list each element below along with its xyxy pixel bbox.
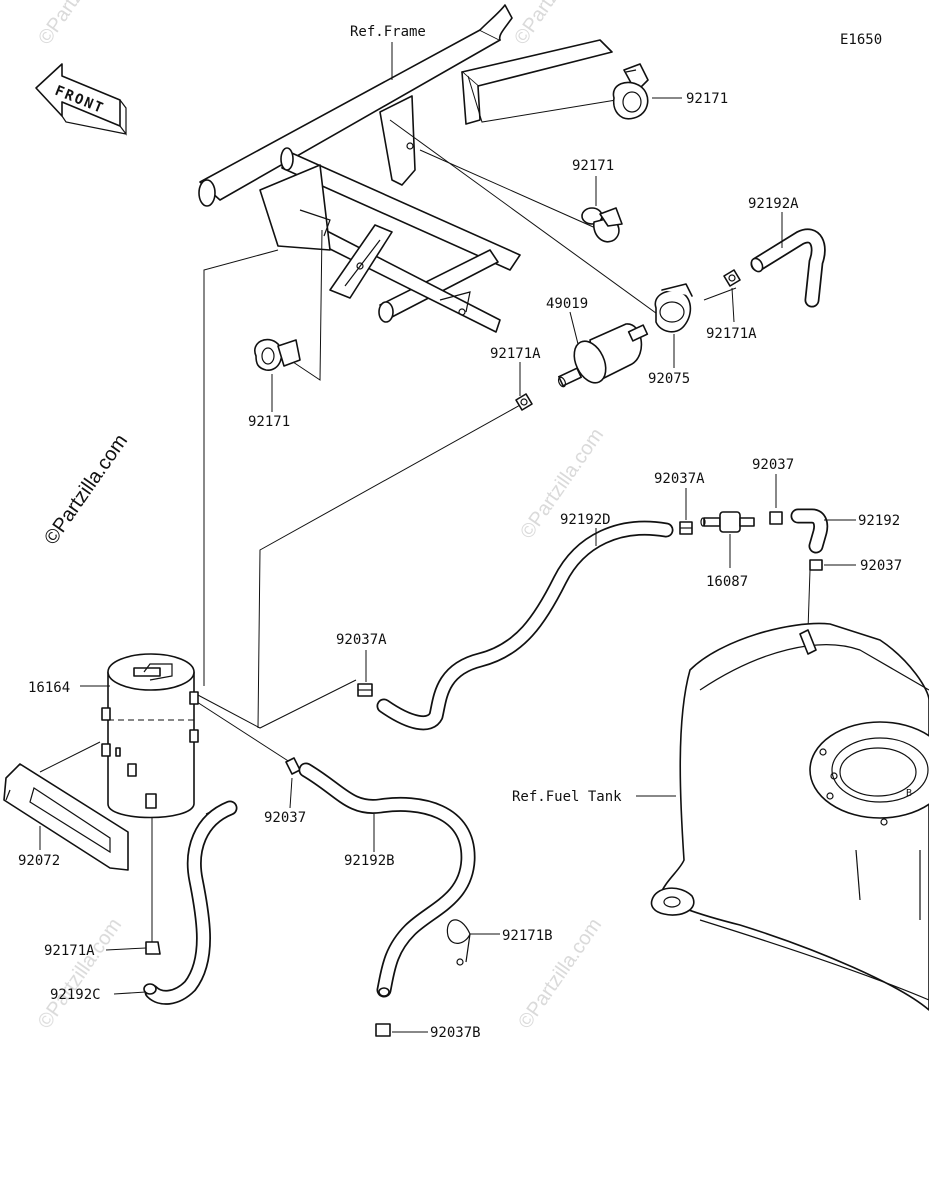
label-92171-mid[interactable]: 92171: [572, 158, 614, 174]
fuel-tank: B: [650, 622, 929, 1011]
label-leaders: [39, 97, 856, 1033]
label-92171a-bottom[interactable]: 92171A: [44, 943, 95, 959]
label-92171-top[interactable]: 92171: [686, 91, 728, 107]
watermark: ©Partzilla.com: [34, 914, 126, 1032]
band-92072: [3, 763, 129, 871]
clip-92037-top: [769, 511, 783, 525]
clip-92037-canister: [285, 757, 301, 775]
label-92037-canister[interactable]: 92037: [264, 810, 306, 826]
clamp-92171-mid: [581, 207, 623, 243]
label-92192[interactable]: 92192: [858, 513, 900, 529]
label-92171a-right[interactable]: 92171A: [706, 326, 757, 342]
ref-fuel-tank-label: Ref.Fuel Tank: [512, 789, 622, 805]
clip-92037b: [375, 1023, 391, 1037]
watermark: ©Partzilla.com: [510, 0, 602, 49]
copyright-watermark: ©Partzilla.com: [40, 430, 132, 548]
diagram-code: E1650: [840, 32, 882, 48]
label-92192a[interactable]: 92192A: [748, 196, 799, 212]
clip-92037a-mid: [357, 683, 373, 697]
ref-frame-label: Ref.Frame: [350, 24, 426, 40]
label-92075[interactable]: 92075: [648, 371, 690, 387]
part-labels: E1650 Ref.Frame Ref.Fuel Tank 92171 9217…: [18, 24, 902, 1041]
tank-mark: B: [906, 788, 912, 799]
label-92192b[interactable]: 92192B: [344, 853, 395, 869]
fuel-filter-49019: [557, 323, 649, 388]
hose-92192d: [376, 520, 674, 731]
canister-16164: [101, 653, 199, 819]
hose-92192-top-right: [790, 508, 829, 554]
front-arrow-icon: FRONT: [35, 63, 127, 136]
clip-92037-tank: [809, 559, 823, 571]
label-92037-top[interactable]: 92037: [752, 457, 794, 473]
label-92037-tank[interactable]: 92037: [860, 558, 902, 574]
frame: [198, 4, 613, 333]
label-92037b[interactable]: 92037B: [430, 1025, 481, 1041]
label-92192d[interactable]: 92192D: [560, 512, 611, 528]
clip-92037a-top: [679, 521, 693, 535]
label-16087[interactable]: 16087: [706, 574, 748, 590]
label-49019[interactable]: 49019: [546, 296, 588, 312]
label-92072[interactable]: 92072: [18, 853, 60, 869]
holder-92075: [654, 283, 693, 333]
clamp-92171a-right: [723, 269, 741, 287]
clamp-92171b: [446, 919, 471, 966]
hose-92192c: [143, 800, 238, 1005]
label-16164[interactable]: 16164: [28, 680, 70, 696]
label-92192c[interactable]: 92192C: [50, 987, 101, 1003]
label-92171b[interactable]: 92171B: [502, 928, 553, 944]
clamp-92171a-left: [515, 393, 533, 411]
clamp-92171-left: [254, 338, 301, 371]
hose-92192b: [298, 762, 476, 998]
clamp-92171-top: [612, 63, 649, 120]
clamp-92171a-bottom: [145, 941, 161, 955]
watermark: ©Partzilla.com: [34, 0, 126, 49]
label-92037a-mid[interactable]: 92037A: [336, 632, 387, 648]
valve-16087: [700, 511, 755, 533]
label-92037a-top[interactable]: 92037A: [654, 471, 705, 487]
label-92171a-left[interactable]: 92171A: [490, 346, 541, 362]
label-92171-left[interactable]: 92171: [248, 414, 290, 430]
hose-92192a: [750, 228, 826, 308]
